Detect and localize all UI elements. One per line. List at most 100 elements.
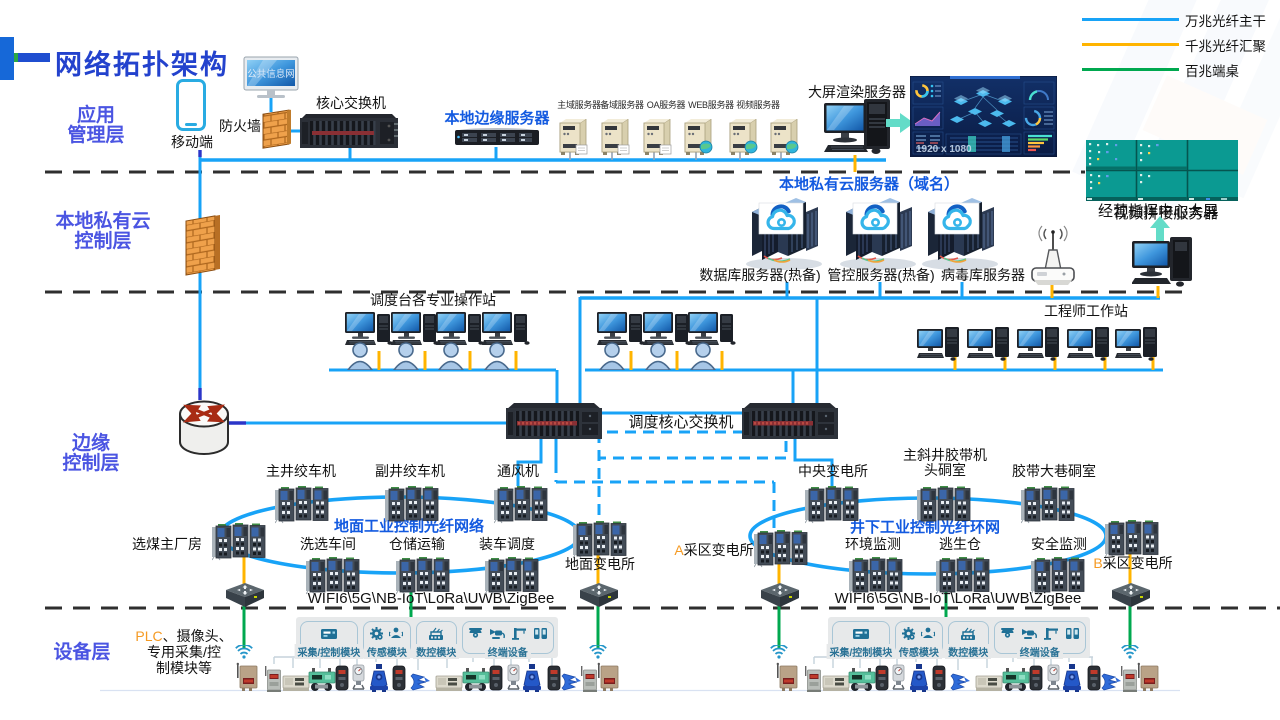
ring-node-label: A采区变电所 [674, 542, 754, 558]
field-device-icon [1120, 656, 1137, 692]
ptz-camera-icon [489, 629, 505, 639]
module-panel-right: 采集/控制模块 传感模块 数控模块 终端设备 [826, 617, 1090, 659]
field-device-icon [462, 656, 490, 692]
ring-underground-wireless: WIFI6\5G\NB-IoT\LoRa\UWB\ZigBee [834, 590, 1082, 607]
field-device-icon [410, 656, 431, 692]
yline-operators1 [377, 351, 518, 370]
field-device-icon [334, 656, 350, 692]
cloud-server-rack-icon [920, 190, 1000, 272]
industrial-switch-cluster [1021, 486, 1077, 524]
industrial-switch-cluster [485, 557, 541, 595]
plc-module-icon [320, 628, 337, 639]
ring-node-label: 副井绞车机 [375, 463, 445, 479]
cloud-server-label: 管控服务器(热备) [827, 267, 935, 283]
field-device-icon [1061, 656, 1083, 692]
field-device-icon [890, 656, 907, 692]
ring-node-label: 环境监测 [845, 536, 901, 552]
field-device-icon [391, 656, 407, 692]
ring-node-label: 仓储运输 [389, 536, 445, 552]
sensor-person-icon [921, 627, 936, 638]
layer-label-app: 应用管理层 [67, 105, 125, 146]
field-device-icon [1028, 656, 1044, 692]
dispatch-switch-2 [742, 403, 838, 439]
ring-ground-title: 地面工业控制光纤网络 [333, 518, 485, 535]
field-device-icon [1002, 656, 1030, 692]
layer-dividers [45, 170, 1280, 610]
ring-node-label: 主斜井胶带机头硐室 [903, 447, 987, 478]
crane-icon [511, 628, 526, 640]
industrial-switch-cluster [936, 557, 992, 595]
yline-engineers [953, 351, 1155, 370]
module-terminal: 终端设备 [993, 621, 1086, 659]
operator-workstation-icon [688, 312, 736, 370]
ring-node-label: 中央变电所 [798, 463, 868, 479]
field-device-icon [597, 656, 619, 692]
arrow-right-icon [886, 113, 914, 133]
industrial-switch-cluster [1031, 557, 1087, 595]
industrial-switch-cluster [212, 523, 268, 561]
phones-icon [1065, 628, 1079, 639]
operator-workstation-icon [391, 312, 439, 370]
dome-camera-icon [468, 628, 482, 638]
legend-line-1g [1082, 43, 1179, 46]
field-device-icon [1045, 656, 1062, 692]
cloud-title: 本地私有云服务器（域名） [778, 176, 960, 193]
ring-node-label: 逃生仓 [939, 536, 981, 552]
operator-workstation-icon [436, 312, 484, 370]
mobile-label: 移动端 [171, 134, 213, 150]
industrial-switch-cluster [275, 486, 331, 524]
core-switch-icon [300, 110, 398, 148]
wifi-icon [770, 645, 788, 659]
ring-node-label: 主井绞车机 [266, 463, 336, 479]
ring-node-label: B采区变电所 [1093, 555, 1173, 571]
module-collect: 采集/控制模块 [826, 621, 896, 659]
module-collect: 采集/控制模块 [294, 621, 364, 659]
engineer-workstation-icon [917, 327, 961, 369]
field-device-icon [308, 656, 336, 692]
server-label: WEB服务器 [688, 100, 734, 110]
access-switch-icon [226, 583, 264, 607]
firewall-label: 防火墙 [219, 118, 261, 134]
ring-node-label: 安全监测 [1031, 536, 1087, 552]
ring-node-label: 装车调度 [479, 536, 535, 552]
data-module-icon [961, 627, 976, 640]
module-sensor: 传感模块 [894, 621, 944, 659]
cloud-server-label: 病毒库服务器 [941, 267, 1025, 283]
field-device-icon [1137, 656, 1159, 692]
field-device-icon [264, 656, 281, 692]
ring-node-label: 胶带大巷硐室 [1012, 463, 1096, 479]
phones-icon [533, 628, 547, 639]
wireless-ap-icon [1030, 224, 1076, 286]
ring-node-label: 地面变电所 [565, 556, 635, 572]
industrial-switch-cluster [805, 486, 861, 524]
dash-loop-ground-substation [597, 432, 788, 521]
field-device-icon [848, 656, 876, 692]
access-switch-icon [580, 583, 618, 607]
field-device-icon [546, 656, 562, 692]
legend-line-100m [1082, 68, 1179, 71]
operator-stations-label: 调度台各专业操作站 [370, 292, 496, 308]
field-device-icon [1086, 656, 1102, 692]
field-device-icon [505, 656, 522, 692]
field-device-icon [908, 656, 930, 692]
page-title: 网络拓扑架构 [55, 50, 229, 80]
server-label: OA服务器 [646, 100, 686, 110]
module-data: 数控模块 [413, 621, 460, 659]
arrow-up-icon [1150, 216, 1170, 244]
engineer-workstation-icon [1017, 327, 1061, 369]
operator-workstation-icon [482, 312, 530, 370]
ptz-camera-icon [1021, 629, 1037, 639]
industrial-switch-cluster [396, 557, 452, 595]
field-device-icon [1101, 656, 1122, 692]
wall-pc-icon [1132, 237, 1194, 289]
module-panel-left: 采集/控制模块 传感模块 数控模块 终端设备 [294, 617, 558, 659]
layer-label-device: 设备层 [53, 642, 111, 663]
dispatch-switch-label: 调度核心交换机 [628, 414, 734, 431]
public-net-monitor-icon: 公共信息网 [243, 56, 301, 100]
render-server-icon [824, 99, 894, 157]
legend-line-10g [1082, 18, 1179, 21]
wall-label-b: 视频拼接服务器 [1113, 205, 1219, 222]
line-switch2-central [793, 438, 834, 486]
industrial-switch-cluster [494, 486, 550, 524]
core-switch-label: 核心交换机 [316, 95, 386, 111]
